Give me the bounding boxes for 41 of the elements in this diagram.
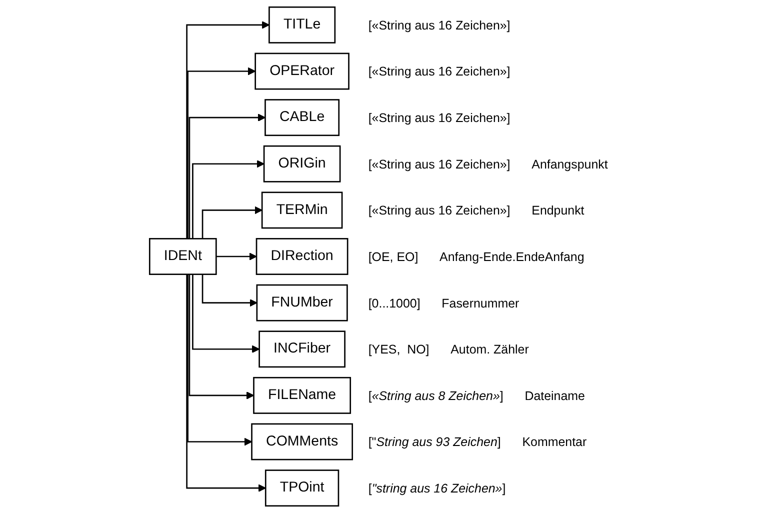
description-text: Kommentar — [522, 435, 587, 450]
arrow — [188, 114, 266, 239]
node-label: IDENt — [164, 248, 202, 264]
description-text: Anfangspunkt — [532, 157, 608, 172]
arrow — [192, 160, 264, 239]
node-label: COMMents — [266, 434, 338, 449]
description-text: Endpunkt — [532, 204, 584, 218]
arrow — [186, 21, 270, 239]
value-range-text: [«String aus 16 Zeichen»] — [368, 18, 510, 32]
value-range-text: [0...1000] — [368, 296, 420, 310]
description-text: Anfang-Ende.EndeAnfang — [440, 250, 584, 264]
node-label: OPERator — [270, 63, 335, 78]
node-label: CABLe — [279, 110, 325, 125]
arrow — [187, 274, 252, 446]
value-range-text: [«String aus 8 Zeichen»] — [368, 388, 504, 403]
node-label: DIRection — [270, 248, 334, 264]
value-range-text: ["String aus 93 Zeichen] — [368, 435, 501, 450]
node-label: FNUMber — [271, 294, 333, 310]
node-label: FILEName — [268, 387, 336, 403]
arrow — [202, 206, 262, 239]
arrow — [186, 274, 266, 492]
value-range-text: [«String aus 16 Zeichen»] — [368, 204, 510, 218]
node-label: ORIGin — [278, 156, 326, 171]
value-range-text: [«String aus 16 Zeichen»] — [368, 64, 510, 79]
value-range-text: [OE, EO] — [368, 250, 418, 264]
value-range-text: [«String aus 16 Zeichen»] — [368, 157, 510, 172]
arrow — [215, 252, 257, 260]
arrow — [187, 67, 256, 239]
value-range-text: ["string aus 16 Zeichen»] — [368, 482, 506, 496]
value-range-text: [YES, NO] — [368, 342, 430, 357]
value-range-text: [«String aus 16 Zeichen»] — [368, 111, 510, 126]
arrow — [192, 274, 260, 354]
node-label: TPOint — [280, 480, 324, 496]
node-label: TERMin — [276, 202, 328, 218]
arrow — [188, 274, 254, 400]
description-text: Autom. Zähler — [450, 342, 529, 357]
description-text: Fasernummer — [442, 296, 520, 310]
node-label: TITLe — [283, 16, 321, 32]
description-text: Dateiname — [524, 388, 585, 403]
arrow — [202, 274, 258, 307]
node-label: INCFiber — [274, 341, 331, 356]
